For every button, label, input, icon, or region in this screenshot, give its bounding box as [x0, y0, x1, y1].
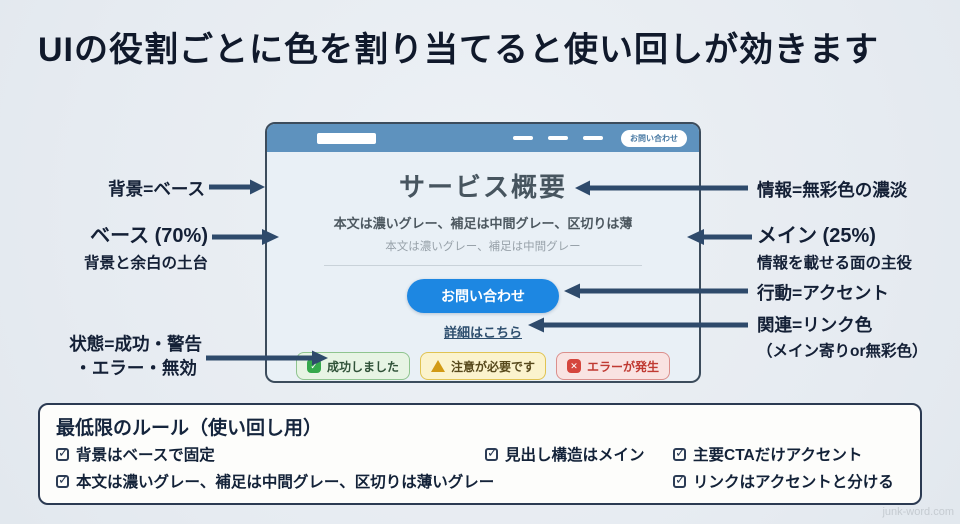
label-link-color-line2: （メイン寄りor無彩色）: [757, 343, 928, 360]
rule-item-label: 本文は濃いグレー、補足は中間グレー、区切りは薄いグレー: [76, 474, 495, 491]
rule-item: 見出し構造はメイン: [485, 443, 645, 465]
rules-box-title: 最低限のルール（使い回し用）: [56, 418, 323, 439]
x-icon: ✕: [567, 359, 581, 373]
rule-item: 主要CTAだけアクセント: [673, 443, 862, 465]
label-info-grayscale: 情報=無彩色の濃淡: [757, 180, 908, 200]
error-badge: ✕ エラーが発生: [556, 352, 671, 380]
warning-badge-label: 注意が必要です: [450, 359, 535, 374]
header-contact-button[interactable]: お問い合わせ: [621, 129, 687, 147]
warning-badge: 注意が必要です: [419, 352, 546, 380]
divider: [324, 265, 642, 266]
page-title: UIの役割ごとに色を割り当てると使い回しが効きます: [38, 31, 879, 69]
checkbox-checked-icon: [673, 472, 686, 488]
label-background-base: 背景=ベース: [108, 179, 205, 199]
label-main-25-title: メイン (25%): [757, 225, 876, 247]
success-badge-label: 成功しました: [326, 359, 399, 374]
label-link-color-line1: 関連=リンク色: [757, 315, 873, 335]
error-badge-label: エラーが発生: [587, 359, 660, 374]
watermark-text: junk-word.com: [882, 506, 954, 518]
details-link[interactable]: 詳細はこちら: [443, 325, 522, 340]
label-link-color: 関連=リンク色 （メイン寄りor無彩色）: [757, 314, 928, 363]
status-badge-row: ✓ 成功しました 注意が必要です ✕ エラーが発生: [267, 352, 699, 380]
label-main-25: メイン (25%) 情報を載せる面の主役: [757, 219, 912, 273]
rule-item-label: リンクはアクセントと分ける: [693, 474, 894, 491]
rule-item: リンクはアクセントと分ける: [673, 470, 894, 492]
logo-placeholder: [317, 132, 376, 144]
mockup-body-text: 本文は濃いグレー、補足は中間グレー、区切りは薄: [333, 216, 633, 231]
label-main-25-sub: 情報を載せる面の主役: [757, 255, 913, 272]
rule-item: 本文は濃いグレー、補足は中間グレー、区切りは薄いグレー: [56, 470, 494, 492]
label-status-colors: 状態=成功・警告 ・エラー・無効: [69, 332, 202, 380]
label-base-70: ベース (70%) 背景と余白の土台: [84, 219, 208, 273]
rule-item: 背景はベースで固定: [56, 443, 215, 465]
warning-triangle-icon: [430, 360, 445, 372]
contact-cta-button[interactable]: お問い合わせ: [407, 279, 559, 313]
mockup-header-bar: お問い合わせ: [267, 124, 699, 152]
rule-item-label: 主要CTAだけアクセント: [693, 447, 863, 464]
label-base-70-title: ベース (70%): [90, 225, 208, 247]
rules-box: 最低限のルール（使い回し用） 背景はベースで固定 見出し構造はメイン 主要CTA…: [38, 403, 922, 505]
checkbox-checked-icon: [485, 445, 498, 461]
label-status-line2: ・エラー・無効: [74, 358, 197, 378]
nav-item-placeholder[interactable]: [513, 136, 533, 140]
checkbox-checked-icon: [673, 445, 686, 461]
browser-mockup-card: お問い合わせ サービス概要 本文は濃いグレー、補足は中間グレー、区切りは薄 本文…: [265, 122, 701, 383]
success-badge: ✓ 成功しました: [295, 352, 410, 380]
mockup-sub-text: 本文は濃いグレー、補足は中間グレー: [385, 241, 581, 253]
label-action-accent: 行動=アクセント: [757, 283, 889, 303]
nav-item-placeholder[interactable]: [548, 136, 568, 140]
label-base-70-sub: 背景と余白の土台: [83, 255, 208, 272]
rule-item-label: 見出し構造はメイン: [505, 447, 645, 464]
label-status-line1: 状態=成功・警告: [69, 334, 202, 354]
checkbox-checked-icon: [56, 472, 69, 488]
rule-item-label: 背景はベースで固定: [76, 447, 215, 464]
check-icon: ✓: [306, 359, 321, 373]
nav-item-placeholder[interactable]: [583, 136, 603, 140]
mockup-content: サービス概要 本文は濃いグレー、補足は中間グレー、区切りは薄 本文は濃いグレー、…: [267, 167, 699, 380]
arrow-background-base: [209, 179, 265, 195]
mockup-page-heading: サービス概要: [398, 172, 567, 202]
checkbox-checked-icon: [56, 445, 69, 461]
